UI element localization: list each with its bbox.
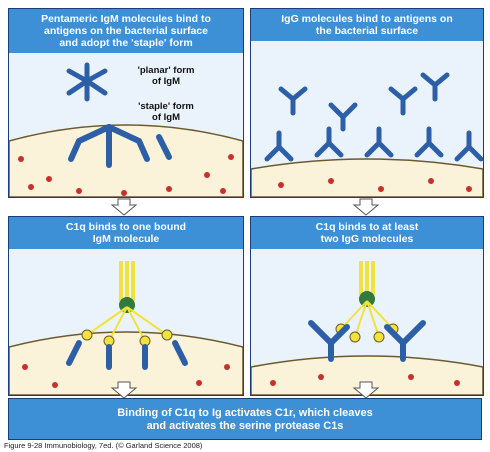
panel-igg-binding: IgG molecules bind to antigens on the ba… xyxy=(250,8,484,198)
panel-c1q-igm-header: C1q binds to one bound IgM molecule xyxy=(9,217,243,249)
flow-arrows-lower xyxy=(110,381,380,399)
panel-c1q-igg: C1q binds to at least two IgG molecules xyxy=(250,216,484,396)
figure-caption: Figure 9-28 Immunobiology, 7ed. (© Garla… xyxy=(4,441,203,450)
flow-arrows-upper xyxy=(110,198,380,216)
panel-c1q-igm: C1q binds to one bound IgM molecule xyxy=(8,216,244,396)
panel-igg-binding-header: IgG molecules bind to antigens on the ba… xyxy=(251,9,483,41)
panel-igm-binding-header: Pentameric IgM molecules bind to antigen… xyxy=(9,9,243,53)
planar-form-label: 'planar' form of IgM xyxy=(137,65,195,87)
activation-banner: Binding of C1q to Ig activates C1r, whic… xyxy=(8,398,482,440)
c1q-igg-illustration xyxy=(251,261,483,395)
igm-binding-illustration xyxy=(9,62,243,197)
panel-igm-binding: Pentameric IgM molecules bind to antigen… xyxy=(8,8,244,198)
c1q-igm-illustration xyxy=(9,261,243,395)
panel-c1q-igg-header: C1q binds to at least two IgG molecules xyxy=(251,217,483,249)
igg-binding-illustration xyxy=(251,72,483,197)
staple-form-label: 'staple' form of IgM xyxy=(138,101,194,123)
